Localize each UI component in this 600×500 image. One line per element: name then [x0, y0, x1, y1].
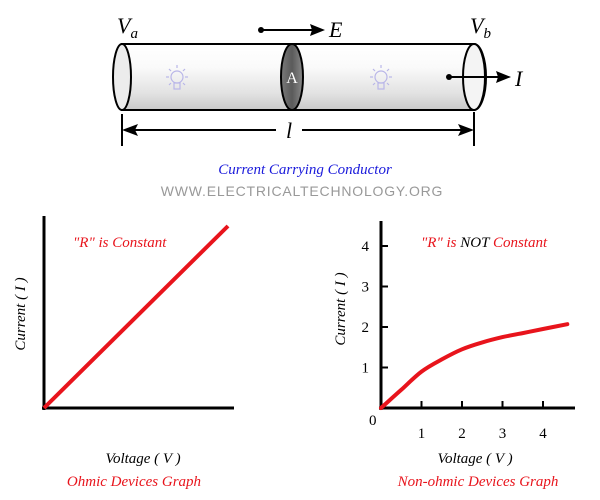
- nonohmic-ticks: 1 2 3 4 1 2 3 4: [362, 239, 548, 442]
- x-tick-label: 3: [499, 426, 507, 442]
- y-tick-label: 3: [362, 280, 370, 296]
- ohmic-ylabel: Current ( I ): [13, 277, 29, 350]
- current-arrow: [446, 71, 511, 83]
- label-va-sub: a: [130, 26, 138, 42]
- label-e: E: [328, 17, 343, 42]
- nonohmic-series-line: [379, 322, 570, 410]
- lightbulb-icon: [370, 65, 392, 90]
- nonohmic-chart: 1 2 3 4 1 2 3 4 0 "R" is NOT Constant Current (…: [333, 221, 575, 490]
- label-l: l: [286, 118, 292, 143]
- ohmic-chart: "R" is Constant Current ( I ) Voltage ( …: [13, 216, 234, 490]
- x-tick-label: 4: [539, 426, 547, 442]
- label-i: I: [514, 66, 524, 91]
- label-va: Va: [117, 13, 138, 42]
- nonohmic-title-part-1: "R" is: [421, 235, 460, 251]
- y-tick-label: 1: [362, 361, 370, 377]
- y-tick-label: 2: [362, 320, 370, 336]
- ohmic-caption: Ohmic Devices Graph: [67, 474, 201, 490]
- nonohmic-origin-label: 0: [369, 413, 377, 429]
- ohmic-xlabel: Voltage ( V ): [105, 451, 180, 467]
- x-tick-label: 2: [458, 426, 466, 442]
- label-vb: Vb: [470, 13, 491, 42]
- x-tick-label: 1: [418, 426, 426, 442]
- nonohmic-title-part-3: Constant: [489, 235, 548, 251]
- cross-section-label: A: [286, 70, 298, 87]
- conductor-left-end: [112, 43, 132, 111]
- y-tick-label: 4: [362, 239, 370, 255]
- cross-section-disc: [280, 43, 304, 111]
- label-vb-sub: b: [483, 26, 491, 42]
- nonohmic-title-part-2: NOT: [459, 235, 491, 251]
- ohmic-title: "R" is Constant: [73, 235, 167, 251]
- nonohmic-title: "R" is NOT Constant: [421, 235, 548, 251]
- electric-field-arrow: [258, 24, 325, 36]
- length-label-bg: [276, 118, 302, 142]
- conductor-caption: Current Carrying Conductor: [218, 162, 392, 178]
- watermark: WWW.ELECTRICALTECHNOLOGY.ORG: [161, 183, 443, 199]
- conductor-diagram: A Va Vb: [112, 13, 524, 199]
- label-va-main: V: [117, 13, 133, 38]
- lightbulb-icon: [166, 65, 188, 90]
- nonohmic-ylabel: Current ( I ): [333, 272, 349, 345]
- ohmic-series-line: [42, 224, 230, 410]
- nonohmic-xlabel: Voltage ( V ): [437, 451, 512, 467]
- nonohmic-caption: Non-ohmic Devices Graph: [397, 474, 559, 490]
- label-vb-main: V: [470, 13, 486, 38]
